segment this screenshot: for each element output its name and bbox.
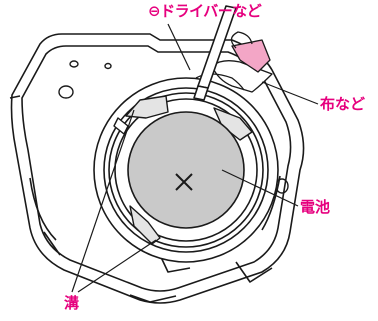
coin-battery bbox=[127, 111, 245, 229]
groove-leader-line-left bbox=[71, 109, 135, 293]
battery-clips bbox=[113, 95, 253, 245]
leader-lines bbox=[71, 23, 319, 293]
cloth-leader-line bbox=[261, 81, 319, 105]
battery-leader-line bbox=[221, 169, 299, 207]
screwdriver-label: ⊖ドライバーなど bbox=[148, 2, 262, 20]
screwdriver bbox=[193, 5, 237, 101]
groove-label: 溝 bbox=[64, 294, 80, 312]
groove-leader-line-right bbox=[77, 239, 157, 293]
cloth-label: 布など bbox=[320, 95, 366, 113]
screwdriver-leader-line bbox=[167, 23, 191, 71]
cloth bbox=[195, 31, 273, 93]
battery-label: 電池 bbox=[300, 198, 331, 216]
battery-cross-mark bbox=[175, 173, 193, 191]
